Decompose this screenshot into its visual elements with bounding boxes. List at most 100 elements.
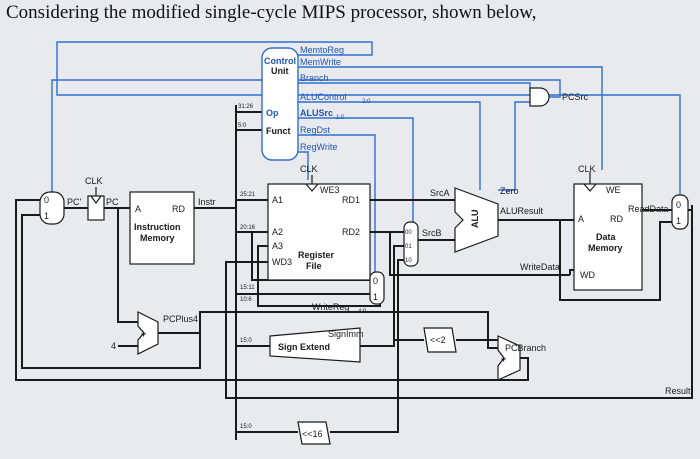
shifters: <<2 <<16 [297,327,457,445]
wire-memwrite [298,66,603,170]
dmem-wd: WD [580,270,595,280]
pcplus4-adder: + 4 PCPlus4 [111,311,198,355]
regfile-clk: CLK [300,164,318,174]
control-input-funct: Funct [266,126,291,136]
wire-regdst [298,134,376,272]
control-out-alusrc-sub: 1:0 [336,115,345,121]
wire-result [225,205,693,399]
dmem-we: WE [606,185,621,195]
pc-clock-triangle [90,195,102,205]
result-mux-shape [671,194,689,230]
bitfield-imm2: 15:0 [240,424,252,430]
writereg-mux-shape [369,271,385,305]
control-out-regdst: RegDst [300,125,331,135]
writedata-label: WriteData [520,262,560,272]
zero-label: Zero [500,186,519,196]
dmem-port-a: A [578,214,584,224]
shift2-box [423,327,457,353]
srcb-mux: 00 01 10 SrcB [403,221,442,267]
regfile-we: WE3 [320,185,340,195]
dmem-clk: CLK [578,164,596,174]
pc-register [87,195,105,221]
control-out-alusrc: ALUSrc [300,108,333,118]
instr-label: Instr [198,197,216,207]
bitfield-sh: 10:6 [240,297,252,303]
alu-shape [454,187,499,253]
writereg-label: WriteReg [312,302,349,312]
control-out-branch: Branch [300,73,329,83]
wire-pcbranch [15,199,529,381]
wire-writedata [389,232,570,276]
imem-name-2: Memory [140,233,175,243]
pcplus4-plus: + [141,329,146,339]
sign-extend-shape [269,327,361,363]
wire-zero [498,101,530,191]
wire-regwrite [298,151,309,180]
control-input-op: Op [266,108,279,118]
result-mux: 0 1 Result [665,194,691,396]
regfile-clock-triangle [305,183,319,192]
imem-port-rd: RD [172,204,185,214]
shift2-label: <<2 [430,335,446,345]
dmem-box [573,183,643,291]
dmem-port-rd: RD [610,214,623,224]
bitfield-rs: 25:21 [240,192,256,198]
bitfield-imm: 15:0 [240,338,252,344]
wire-pc-adder [117,208,138,323]
regfile-box [267,183,371,281]
readdata-label: ReadData [628,204,669,214]
regfile-rd1: RD1 [342,195,360,205]
pc-section: 0 1 CLK PC' PC [39,176,119,225]
dmem-clock-triangle [583,183,597,192]
alu: ALU SrcA Zero ALUResult [430,186,544,253]
and-gate-shape [529,87,550,107]
pc-mux [39,191,65,225]
regfile-a1: A1 [272,195,283,205]
regfile-name-2: File [306,261,322,271]
pcbranch-label: PCBranch [505,343,546,353]
wire-alucontrol [298,101,481,190]
wire-wd [569,269,574,275]
register-file: CLK WE3 A1 A2 A3 WD3 RD1 RD2 Register Fi… [267,164,371,281]
pcplus4-label: PCPlus4 [163,314,198,324]
dmem-name-2: Memory [588,243,623,253]
regfile-a3: A3 [272,241,283,251]
bitfield-funct: 5:0 [238,123,247,129]
wire-pcsrc [51,79,561,195]
pc-mux-in-1: 1 [44,211,49,221]
branch-and-gate: PCSrc [529,87,589,107]
control-out-regwrite: RegWrite [300,142,337,152]
wire-alu-bypass [559,220,672,301]
srcb-label: SrcB [422,228,442,238]
pc-mux-in-0: 0 [44,195,49,205]
instruction-memory: A RD Instruction Memory Instr [129,191,216,265]
pc-prime-label: PC' [67,197,82,207]
regfile-a2: A2 [272,227,283,237]
dmem-name-1: Data [596,232,617,242]
result-mux-in-1: 1 [676,216,681,226]
alu-label: ALU [470,210,480,229]
writereg-mux: 0 1 WriteReg 4:0 [312,271,385,315]
data-memory: CLK WE A RD Data Memory WD WriteData Rea… [520,164,669,291]
bitfield-op: 31:26 [238,104,254,110]
wire-signimm [360,245,404,347]
control-out-alucontrol: ALUControl [300,92,347,102]
four-constant: 4 [111,341,116,351]
regfile-wd3: WD3 [272,257,292,267]
result-mux-in-0: 0 [676,200,681,210]
wire-shift16-out [330,259,404,433]
control-out-memtoreg: MemtoReg [300,45,344,55]
bitfield-rd: 15:11 [240,285,255,291]
shift16-box [297,421,331,445]
srca-label: SrcA [430,188,450,198]
control-title-1: Control [264,56,296,66]
bitfield-rt: 20:16 [240,225,256,231]
bitfield-labels: 31:26 5:0 25:21 20:16 15:11 15:0 10:6 15… [238,104,256,430]
wire-alusrc [298,117,414,222]
signimm-label: SignImm [328,329,364,339]
writereg-mux-in-0: 0 [373,276,378,286]
wire-pcplus4 [21,214,201,369]
control-out-alucontrol-sub: 2:0 [362,99,371,105]
question-text: Considering the modified single-cycle MI… [6,2,537,23]
pc-label: PC [106,197,119,207]
